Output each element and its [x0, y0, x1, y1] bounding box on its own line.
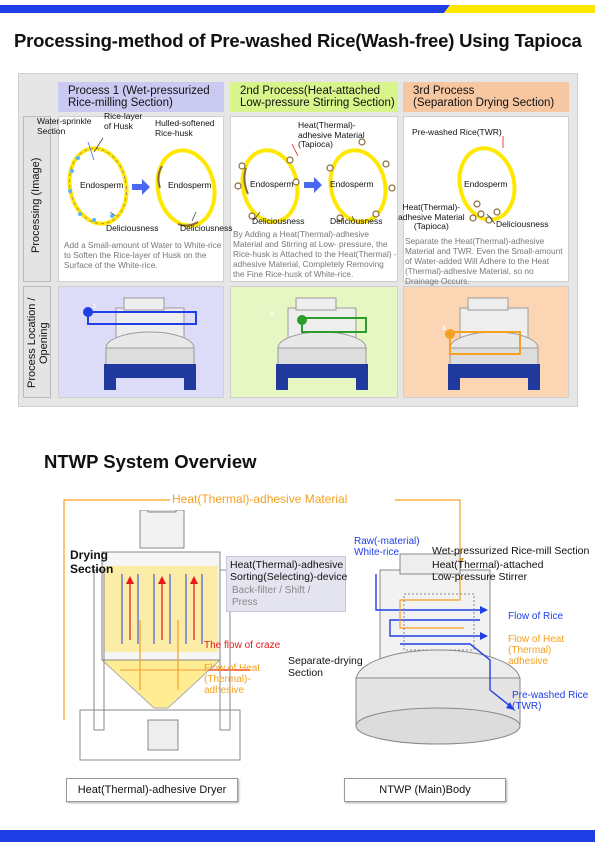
label-endosperm-2b: Endosperm	[330, 179, 374, 189]
row-label-location-box: Process Location / Opening	[23, 286, 51, 398]
badge-1: 1	[93, 304, 97, 310]
label-sorting-device: Heat(Thermal)-adhesive Sorting(Selecting…	[230, 559, 348, 583]
top-bar-shapes	[0, 5, 595, 13]
label-water-sprinkle: Water-sprinkle Section	[37, 116, 92, 136]
page-title: Processing-method of Pre-washed Rice(Was…	[14, 30, 582, 51]
label-flow-heat-left: Flow of Heat (Thermal)- adhesive	[204, 663, 261, 696]
label-stirrer: Heat(Thermal)-attached Low-pressure Stir…	[432, 559, 544, 583]
label-separate-drying: Separate-drying Section	[288, 655, 363, 679]
bottom-accent-bar	[0, 830, 595, 842]
label-endosperm-1b: Endosperm	[168, 180, 212, 190]
label-drying-section: Drying Section	[70, 548, 114, 576]
row-label-image: Processing (Image)	[30, 157, 42, 253]
badge-3: 3	[442, 326, 446, 332]
label-prewashed-out: Pre-washed Rice (TWR)	[512, 690, 589, 712]
overview-title: NTWP System Overview	[44, 451, 257, 472]
machine-2	[276, 297, 368, 390]
row-label-image-box: Processing (Image)	[23, 116, 51, 282]
process-2-header: 2nd Process(Heat-attached Low-pressure S…	[230, 82, 398, 112]
process-1-header: Process 1 (Wet-pressurized Rice-milling …	[58, 82, 224, 112]
badge-2: 2	[270, 312, 274, 318]
label-material-3: Heat(Thermal)- adhesive Material (Tapioc…	[398, 202, 465, 231]
label-deliciousness-3: Deliciousness	[496, 219, 549, 229]
sorting-device-box	[226, 556, 346, 612]
label-hulled: Hulled-softened Rice-husk	[155, 118, 215, 138]
label-deliciousness-2a: Deliciousness	[252, 216, 305, 226]
process-3-illustration	[457, 136, 517, 225]
machine-location-illustrations	[83, 297, 540, 390]
label-endosperm-2a: Endosperm	[250, 179, 294, 189]
machine-3	[445, 297, 540, 390]
label-husk-layer: Rice-layer of Husk	[104, 111, 143, 131]
label-raw-rice: Raw(-material) White-rice	[354, 536, 420, 558]
process-1-description: Add a Small-amount of Water to White-ric…	[64, 240, 222, 270]
label-flow-rice: Flow of Rice	[508, 611, 564, 622]
label-flow-heat-right: Flow of Heat (Thermal) adhesive	[508, 634, 565, 667]
label-sorting-sub: Back-filter / Shift / Press	[232, 585, 311, 608]
dryer-illustration	[79, 510, 250, 761]
label-endosperm-1a: Endosperm	[80, 180, 124, 190]
label-material-2: Heat(Thermal)- adhesive Material (Tapioc…	[298, 120, 365, 149]
caption-dryer: Heat(Thermal)-adhesive Dryer	[66, 778, 238, 802]
process-1-illustration	[67, 137, 217, 228]
ntwp-body-illustration	[355, 553, 521, 745]
caption-body: NTWP (Main)Body	[344, 778, 506, 802]
label-deliciousness-1b: Deliciousness	[180, 223, 233, 233]
label-prewashed-3: Pre-washed Rice(TWR)	[412, 127, 502, 137]
row-label-location: Process Location / Opening	[26, 297, 50, 389]
label-flow-craze: The flow of craze	[204, 640, 281, 651]
label-deliciousness-2b: Deliciousness	[330, 216, 383, 226]
top-accent-bar	[0, 0, 595, 13]
process-2-description: By Adding a Heat(Thermal)-adhesive Mater…	[233, 229, 397, 279]
label-deliciousness-1a: Deliciousness	[106, 223, 159, 233]
machine-1	[83, 297, 197, 390]
label-wet-mill: Wet-pressurized Rice-mill Section	[432, 545, 590, 557]
process-3-description: Separate the Heat(Thermal)-adhesive Mate…	[405, 236, 563, 286]
process-3-header: 3rd Process (Separation Drying Section)	[403, 82, 569, 112]
label-endosperm-3: Endosperm	[464, 179, 508, 189]
label-material-flow: Heat(Thermal)-adhesive Material	[172, 492, 348, 506]
process-2-illustration	[234, 138, 396, 224]
